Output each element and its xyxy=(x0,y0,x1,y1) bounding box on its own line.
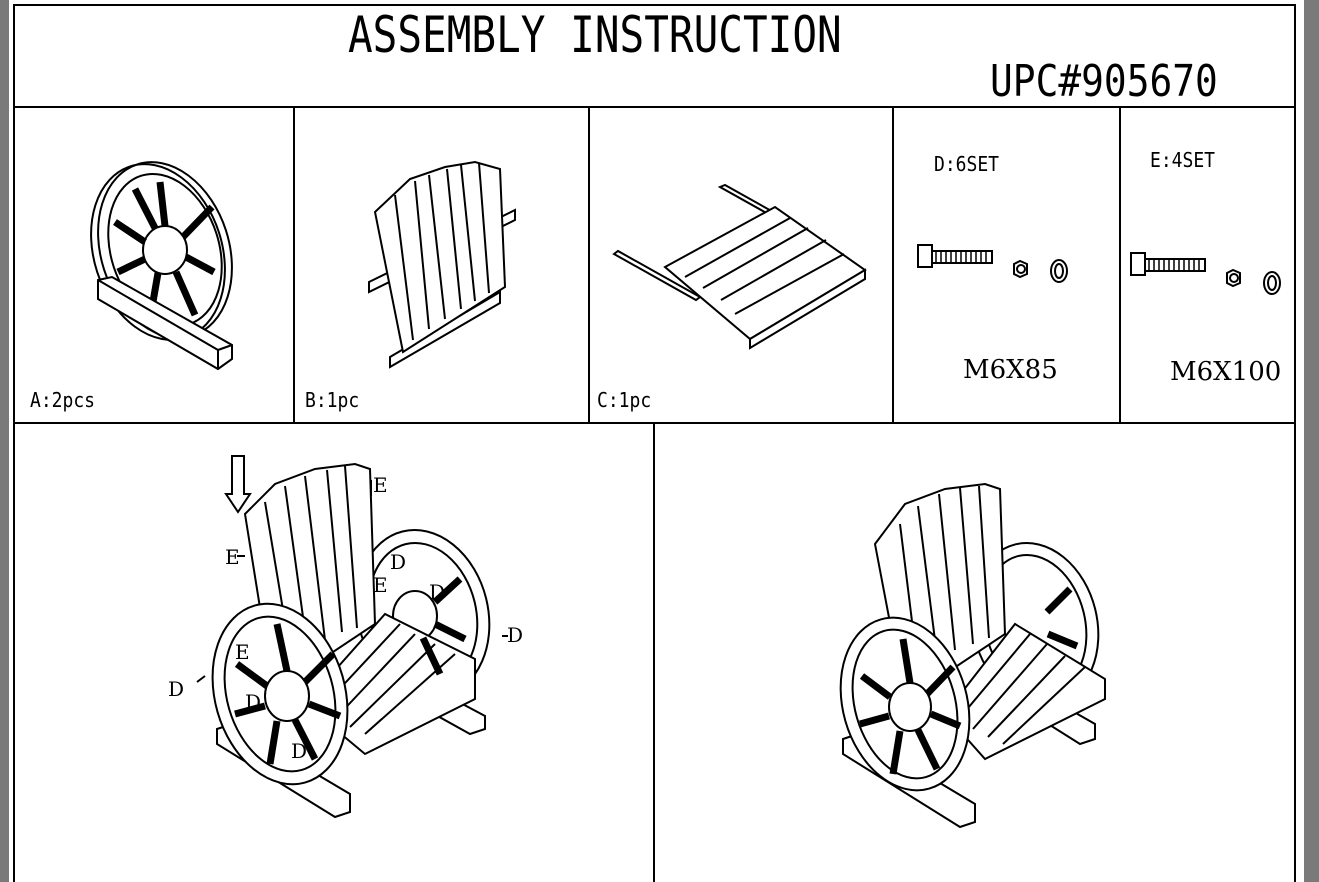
window-scrollbar[interactable] xyxy=(1304,0,1319,882)
parts-sep-4 xyxy=(1119,106,1121,423)
page-title: ASSEMBLY INSTRUCTION xyxy=(348,6,842,64)
callout-e-left: E xyxy=(225,545,240,569)
part-a-label: A:2pcs xyxy=(30,388,96,412)
callout-e-mid: E xyxy=(373,573,388,597)
window-left-border xyxy=(0,0,9,882)
part-e-label: E:4SET xyxy=(1150,148,1216,172)
part-e-size: M6X100 xyxy=(1170,357,1282,387)
part-e-hardware-drawing xyxy=(1130,252,1281,295)
callout-d-right-1: D xyxy=(390,550,406,574)
frame-left xyxy=(13,4,15,882)
part-b-backrest-drawing xyxy=(368,160,516,369)
part-b-label: B:1pc xyxy=(305,388,360,412)
parts-sep-2 xyxy=(588,106,590,423)
callout-d-left: D xyxy=(168,677,184,701)
part-d-label: D:6SET xyxy=(934,152,1000,176)
callout-d-wheel-1: D xyxy=(245,690,261,714)
parts-sep-1 xyxy=(293,106,295,423)
assembly-sep xyxy=(653,422,655,882)
part-d-hardware-drawing xyxy=(917,244,1068,283)
part-a-wheel-drawing xyxy=(90,161,233,371)
assembly-finished-drawing xyxy=(839,482,1106,829)
callout-e-wheel: E xyxy=(235,640,250,664)
part-c-seat-drawing xyxy=(612,183,867,350)
frame-top xyxy=(13,4,1296,6)
part-d-size: M6X85 xyxy=(963,355,1058,385)
parts-sep-3 xyxy=(892,106,894,423)
callout-d-far-right: D xyxy=(507,623,523,647)
callout-e-top: E xyxy=(373,473,388,497)
callout-d-wheel-2: D xyxy=(291,739,307,763)
part-c-label: C:1pc xyxy=(597,388,652,412)
assembly-exploded-drawing: E E D E D D E D D D xyxy=(168,455,523,819)
callout-d-right-2: D xyxy=(429,580,445,604)
frame-right xyxy=(1294,4,1296,882)
upc-code: UPC#905670 xyxy=(990,56,1218,107)
header-divider xyxy=(13,106,1296,108)
